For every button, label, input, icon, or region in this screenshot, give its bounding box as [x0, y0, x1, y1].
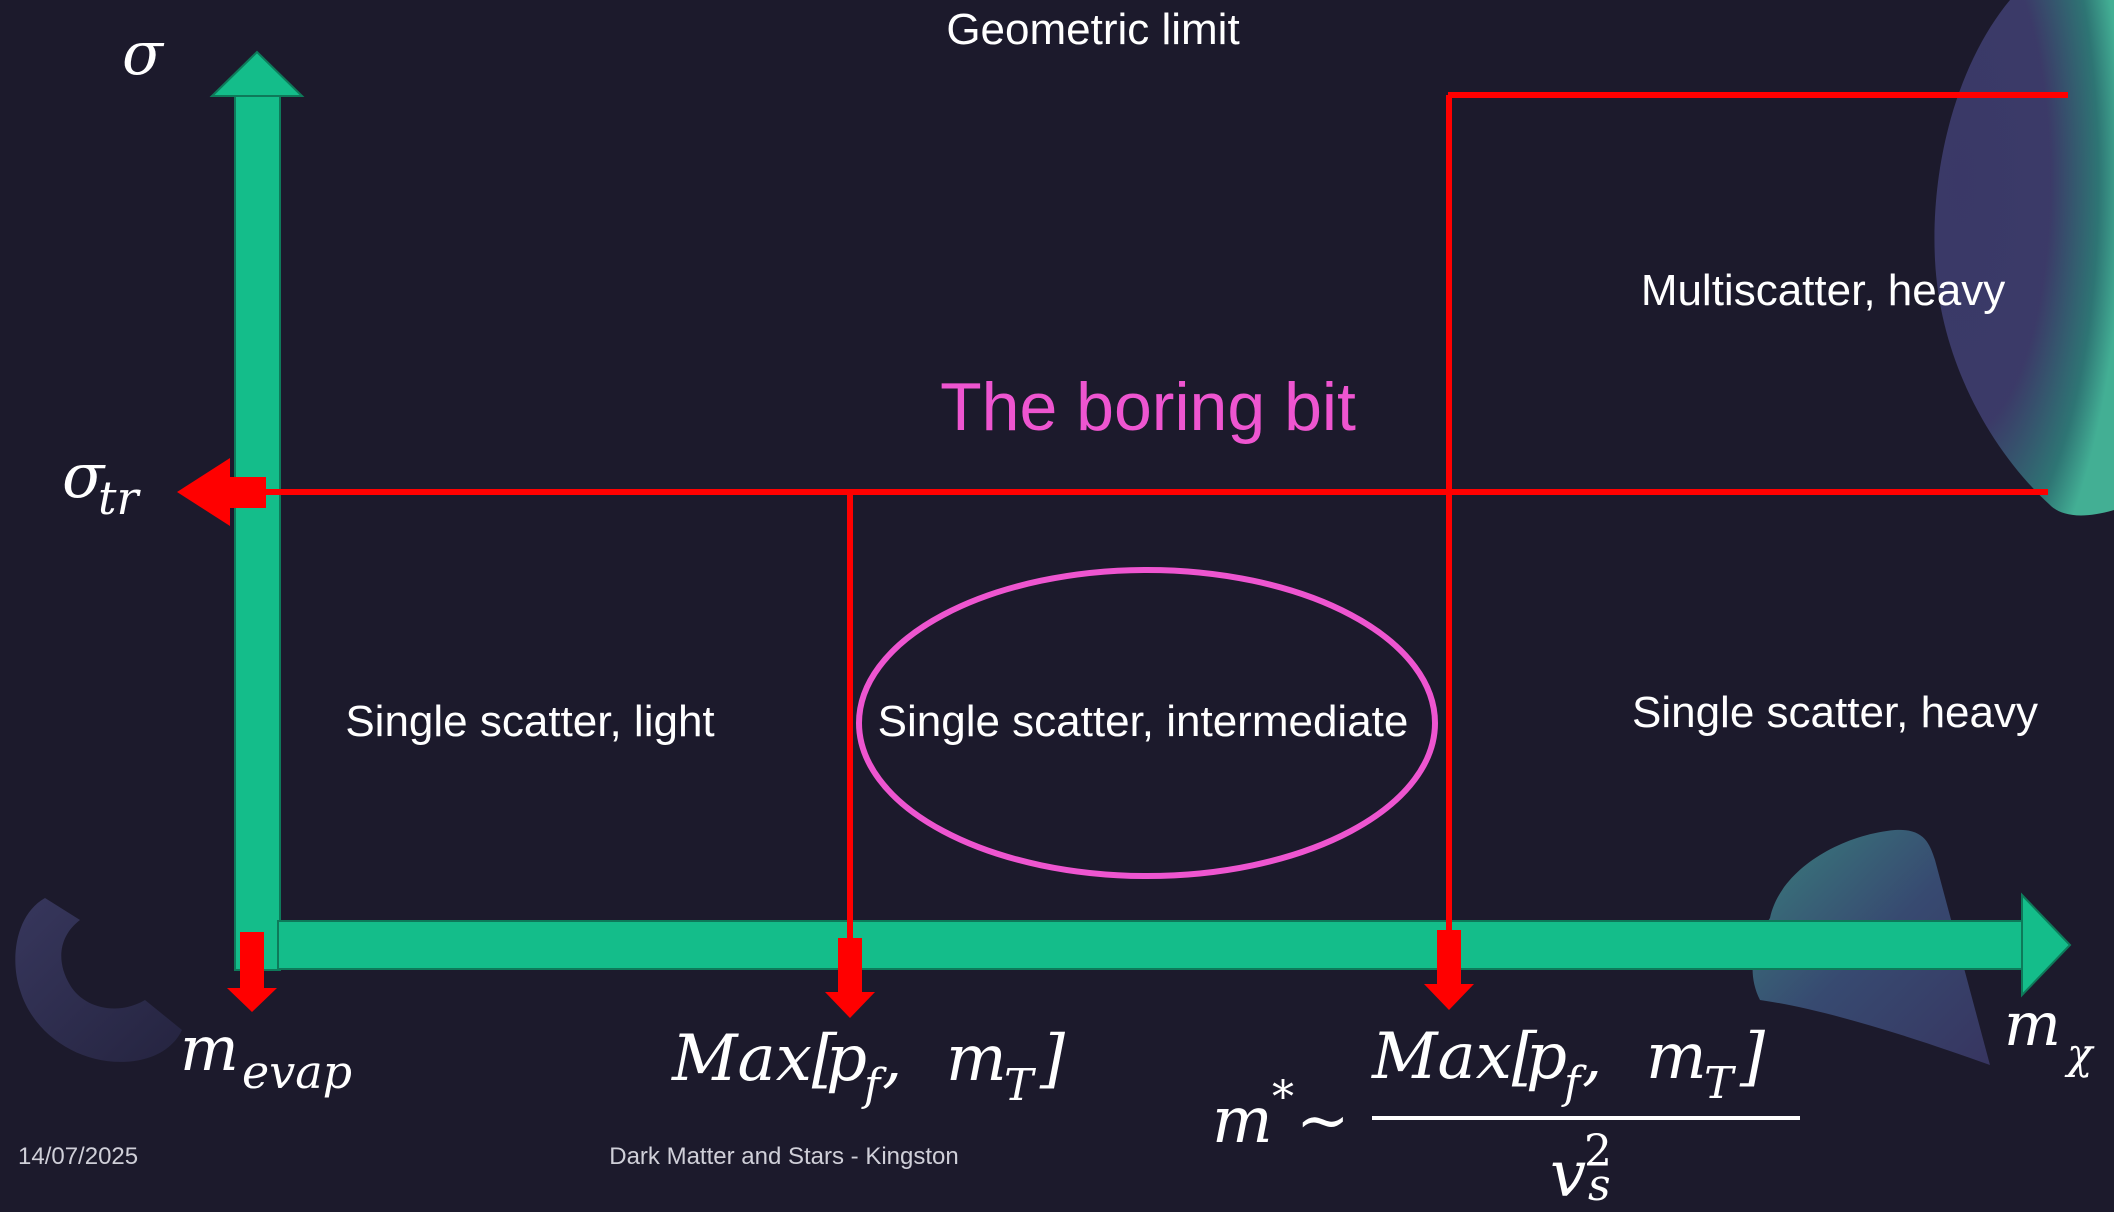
- svg-text:T: T: [1004, 1060, 1037, 1111]
- footer-date: 14/07/2025: [18, 1143, 138, 1170]
- x-axis: [277, 892, 2072, 998]
- svg-text:m: m: [2004, 990, 2061, 1060]
- svg-text:p: p: [826, 1022, 867, 1096]
- svg-text:]: ]: [1039, 1022, 1066, 1096]
- m-star-formula: m * ~ Max[ p f , m T ] v s 2: [1212, 1020, 1800, 1212]
- region-single-scatter-heavy: Single scatter, heavy: [1632, 688, 2038, 737]
- svg-text:Max[: Max[: [1371, 1020, 1538, 1094]
- footer-title: Dark Matter and Stars - Kingston: [609, 1143, 958, 1170]
- m-star-arrow-icon: [1424, 930, 1474, 1010]
- sphere-cap-icon: [1934, 0, 2114, 516]
- y-axis: [209, 50, 305, 971]
- svg-text:~: ~: [1296, 1084, 1350, 1158]
- x-axis-label: m χ: [2004, 990, 2095, 1078]
- svg-text:χ: χ: [2064, 1029, 2095, 1078]
- y-axis-label: σ: [122, 19, 165, 89]
- svg-text:]: ]: [1739, 1020, 1766, 1094]
- svg-text:evap: evap: [242, 1045, 352, 1099]
- svg-text:m: m: [1646, 1020, 1707, 1094]
- max-arrow-icon: [825, 938, 875, 1018]
- region-multiscatter-heavy: Multiscatter, heavy: [1641, 266, 2005, 315]
- region-single-scatter-intermediate: Single scatter, intermediate: [878, 697, 1409, 746]
- page-title: Geometric limit: [946, 5, 1239, 54]
- svg-text:σ: σ: [62, 439, 106, 512]
- svg-text:T: T: [1704, 1058, 1737, 1109]
- intermediate-highlight-ellipse: [856, 567, 1438, 879]
- sigma-tr-label: σ tr: [62, 439, 141, 525]
- m-evap-label: m evap: [180, 1012, 352, 1099]
- svg-text:m: m: [1212, 1084, 1273, 1158]
- region-single-scatter-light: Single scatter, light: [345, 697, 714, 746]
- svg-text:m: m: [180, 1012, 239, 1085]
- svg-text:tr: tr: [98, 471, 141, 525]
- svg-text:Max[: Max[: [671, 1022, 838, 1096]
- boundary-lines: [255, 92, 2068, 940]
- svg-text:v: v: [1550, 1138, 1586, 1212]
- m-evap-arrow-icon: [227, 932, 277, 1012]
- svg-text:,: ,: [882, 1022, 902, 1096]
- svg-text:p: p: [1526, 1020, 1567, 1094]
- boring-bit-callout: The boring bit: [940, 369, 1356, 445]
- svg-text:m: m: [946, 1022, 1007, 1096]
- svg-text:2: 2: [1584, 1126, 1612, 1177]
- svg-text:*: *: [1272, 1072, 1294, 1123]
- torus-segment-icon: [15, 898, 183, 1062]
- sigma-tr-arrow-icon: [177, 458, 266, 526]
- max-pf-mt-label: Max[ p f , m T ]: [671, 1022, 1066, 1111]
- svg-text:,: ,: [1582, 1020, 1602, 1094]
- svg-text:s: s: [1588, 1160, 1611, 1211]
